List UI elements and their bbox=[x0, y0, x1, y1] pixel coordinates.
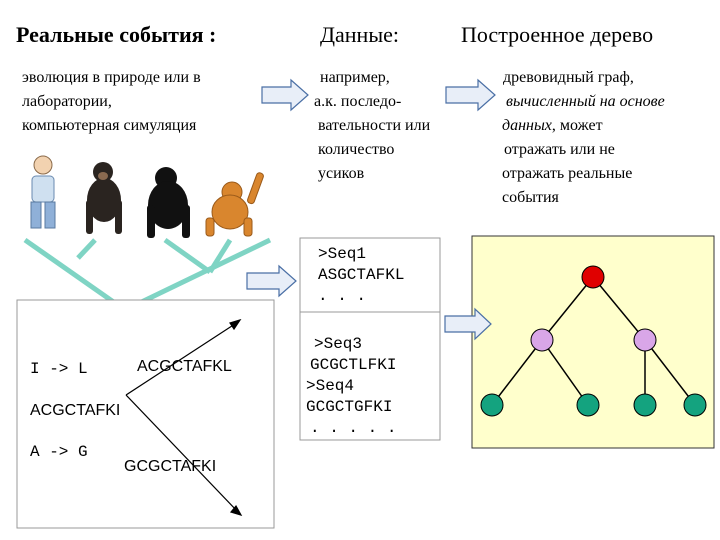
tree-line-4: отражать или не bbox=[504, 141, 615, 158]
tree-line-2: вычисленный на основе bbox=[506, 93, 665, 110]
descendant-sequence-2: GCGCTAFKI bbox=[124, 458, 217, 475]
seq1-ellipsis: . . . bbox=[318, 287, 367, 305]
tree-line-3-italic: данных bbox=[502, 117, 552, 134]
data-line-3: вательности или bbox=[318, 117, 431, 134]
real-events-line-3: компьютерная симуляция bbox=[22, 117, 197, 134]
tree-line-5: отражать реальные bbox=[502, 165, 633, 182]
tree-inner-node-right bbox=[633, 328, 657, 352]
mutation-a-to-g: A -> G bbox=[30, 443, 88, 461]
sequence-box-2-text: >Seq3 GCGCTLFKI >Seq4 GCGCTGFKI . . . . … bbox=[306, 334, 396, 439]
built-tree bbox=[491, 276, 696, 406]
header-real-events: Реальные события : bbox=[16, 22, 217, 47]
seq-ellipsis: . . . . . bbox=[310, 419, 397, 437]
tree-inner-node-left bbox=[530, 328, 554, 352]
ancestral-sequence: ACGCTAFKI bbox=[30, 402, 121, 419]
tree-root-node bbox=[581, 265, 605, 289]
sequence-box-2 bbox=[299, 311, 441, 441]
data-description: например, а.к. последо- вательности или … bbox=[314, 66, 430, 186]
data-line-2: а.к. последо- bbox=[314, 93, 402, 110]
chimpanzee-figure bbox=[86, 162, 122, 234]
tree-leaf-node-4 bbox=[683, 393, 707, 417]
real-events-line-2: лаборатории, bbox=[22, 93, 112, 110]
tree-leaf-node-2 bbox=[576, 393, 600, 417]
arrow-3 bbox=[246, 264, 297, 298]
arrow-1 bbox=[261, 78, 309, 112]
seq4-sequence: GCGCTGFKI bbox=[306, 398, 393, 416]
real-tree-branches bbox=[23, 237, 272, 313]
header-built-tree: Построенное дерево bbox=[461, 22, 654, 47]
tree-line-1: древовидный граф, bbox=[503, 69, 634, 86]
real-events-line-1: эволюция в природе или в bbox=[22, 69, 201, 86]
tree-line-3-rest: , может bbox=[551, 117, 603, 134]
evolution-box bbox=[16, 299, 275, 529]
header-data: Данные: bbox=[320, 22, 399, 47]
real-events-description: эволюция в природе или в лаборатории, ко… bbox=[22, 66, 201, 138]
seq3-sequence: GCGCTLFKI bbox=[310, 356, 397, 374]
sequence-box-1-text: >Seq1 ASGCTAFKL . . . bbox=[318, 244, 404, 307]
data-line-5: усиков bbox=[318, 165, 365, 182]
arrow-4 bbox=[444, 307, 492, 341]
human-figure bbox=[30, 155, 56, 229]
seq4-header: >Seq4 bbox=[306, 377, 355, 395]
descendant-sequence-1: ACGCTAFKL bbox=[137, 358, 232, 375]
mutation-i-to-l: I -> L bbox=[30, 360, 88, 378]
seq1-sequence: ASGCTAFKL bbox=[318, 266, 405, 284]
data-line-1: например, bbox=[320, 69, 390, 86]
seq1-header: >Seq1 bbox=[318, 245, 367, 263]
data-line-4: количество bbox=[318, 141, 395, 158]
evolution-arrows bbox=[125, 318, 243, 516]
seq3-header: >Seq3 bbox=[314, 335, 363, 353]
arrow-2 bbox=[445, 78, 496, 112]
gorilla-figure bbox=[147, 167, 190, 238]
tree-leaf-node-3 bbox=[633, 393, 657, 417]
tree-line-6: события bbox=[502, 189, 559, 206]
tree-description: древовидный граф, вычисленный на основе … bbox=[502, 66, 665, 210]
tree-leaf-node-1 bbox=[480, 393, 504, 417]
orangutan-figure bbox=[205, 172, 264, 237]
